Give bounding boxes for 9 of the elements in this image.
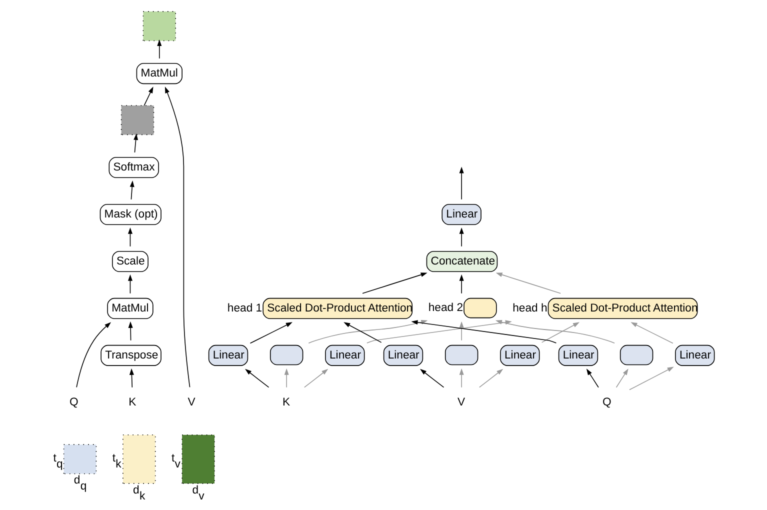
- node-label: head 2: [428, 302, 463, 314]
- node-text: V: [187, 396, 195, 408]
- node-text: Q: [602, 396, 611, 408]
- node-text: V: [457, 396, 465, 408]
- node-label: head h: [512, 302, 547, 314]
- node-text: Q: [68, 396, 78, 408]
- node-label: head 1: [226, 302, 262, 314]
- node-text: K: [128, 396, 136, 408]
- node-text: K: [282, 396, 290, 408]
